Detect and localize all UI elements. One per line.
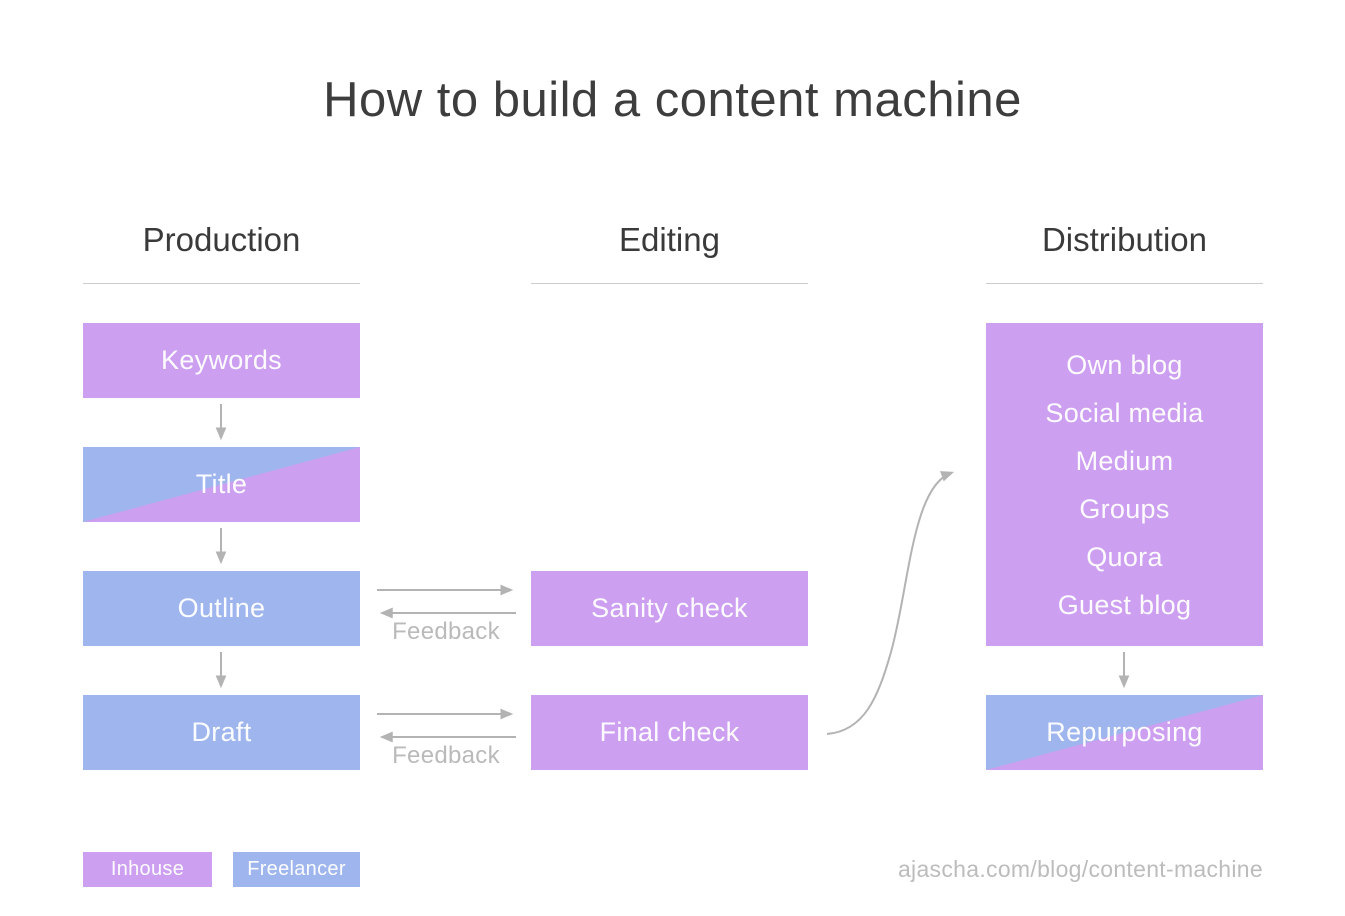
step-box-keywords: Keywords xyxy=(83,323,360,398)
channel-groups: Groups xyxy=(1079,493,1170,524)
step-box-draft: Draft xyxy=(83,695,360,770)
column-header-production: Production xyxy=(83,221,360,284)
channel-medium: Medium xyxy=(1075,445,1174,476)
column-header-distribution: Distribution xyxy=(986,221,1263,284)
step-box-title: Title xyxy=(83,447,360,522)
feedback-label-outline: Feedback xyxy=(392,618,500,645)
column-header-editing: Editing xyxy=(531,221,808,284)
source-url: ajascha.com/blog/content-machine xyxy=(897,856,1263,882)
legend-chip-freelancer: Freelancer xyxy=(233,852,360,887)
distribution-channels-box: Own blog Social media Medium Groups Quor… xyxy=(986,323,1263,646)
page-title: How to build a content machine xyxy=(323,73,1022,127)
step-box-final-check: Final check xyxy=(531,695,808,770)
step-box-repurposing: Repurposing xyxy=(986,695,1263,770)
step-box-outline: Outline xyxy=(83,571,360,646)
feedback-label-draft: Feedback xyxy=(392,742,500,769)
curve-arrow-final-check-to-distribution-icon xyxy=(826,471,955,735)
channel-quora: Quora xyxy=(1086,541,1163,572)
step-box-sanity-check: Sanity check xyxy=(531,571,808,646)
legend-chip-inhouse: Inhouse xyxy=(83,852,212,887)
channel-own-blog: Own blog xyxy=(1066,349,1183,380)
channel-social-media: Social media xyxy=(1045,397,1204,428)
channel-guest-blog: Guest blog xyxy=(1057,589,1192,620)
